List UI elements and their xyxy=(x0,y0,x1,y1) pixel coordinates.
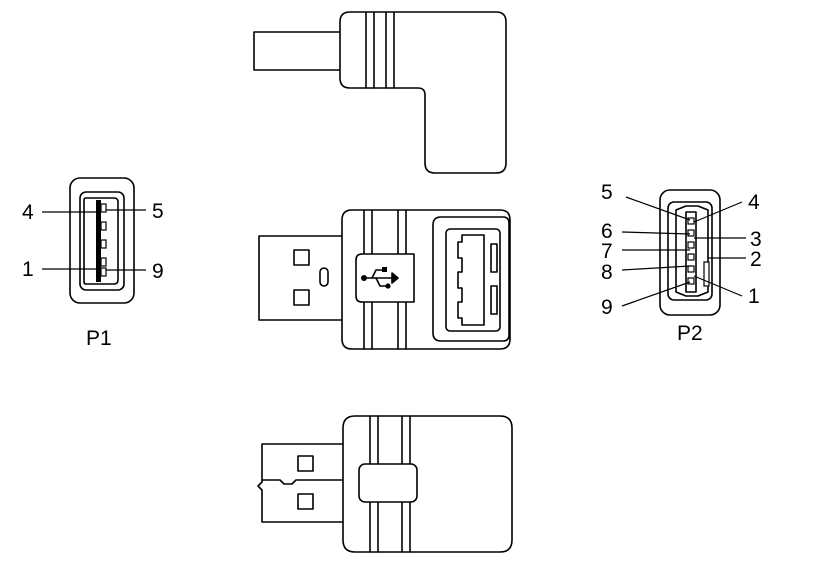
p2-pin-label-4: 4 xyxy=(748,191,760,214)
p2-contacts xyxy=(687,217,695,285)
plug-contact-window-bottom xyxy=(293,289,310,306)
p2-leader-9 xyxy=(621,281,691,307)
p1-pin-label-5: 5 xyxy=(152,200,164,223)
p1-pin-label-1: 1 xyxy=(22,258,34,281)
top-view-grip-ridges xyxy=(365,11,395,89)
p2-pin-label-6: 6 xyxy=(601,220,613,243)
p1-pin-label-9: 9 xyxy=(152,260,164,283)
p2-leader-4 xyxy=(693,201,743,223)
p2-side-spring xyxy=(703,261,710,287)
bottom-plug-window-bottom xyxy=(297,493,314,510)
p2-caption: P2 xyxy=(677,322,703,345)
p1-pin-label-4: 4 xyxy=(22,201,34,224)
bottom-view-housing xyxy=(342,415,513,553)
p2-leader-6 xyxy=(621,231,691,235)
p2-tongue xyxy=(685,211,697,293)
p2-pin-label-1: 1 xyxy=(748,285,760,308)
bottom-plug-window-top xyxy=(297,455,314,472)
p2-pin-label-8: 8 xyxy=(601,261,613,284)
socket-spring-top xyxy=(490,243,498,273)
p1-tongue xyxy=(96,200,101,282)
socket-tongue xyxy=(457,234,485,326)
p2-pin-label-2: 2 xyxy=(750,248,762,271)
front-view-adapter xyxy=(258,209,511,350)
plug-contact-window-top xyxy=(293,249,310,266)
p1-caption: P1 xyxy=(86,327,112,350)
p2-pin-label-7: 7 xyxy=(601,240,613,263)
p1-pinout: 4 5 1 9 P1 xyxy=(22,177,164,350)
front-view-usb-plug xyxy=(258,235,346,321)
p2-leader-5 xyxy=(625,196,691,221)
usb-trident-icon xyxy=(361,267,399,289)
bottom-view-adapter xyxy=(257,415,513,553)
bottom-view-clip xyxy=(358,463,418,503)
p2-pin-label-3: 3 xyxy=(750,228,762,251)
top-view-cable-stub xyxy=(253,31,343,71)
p1-contacts xyxy=(100,203,107,277)
top-view-housing xyxy=(339,11,507,174)
top-view-adapter xyxy=(253,11,507,174)
p2-leader-1 xyxy=(693,275,743,297)
socket-spring-bottom xyxy=(490,285,498,315)
p2-pin-label-9: 9 xyxy=(601,296,613,319)
p2-leader-8 xyxy=(621,265,691,271)
p2-pinout: 5 6 7 8 9 4 3 2 1 P2 xyxy=(601,181,762,345)
plug-slot xyxy=(319,267,329,287)
p2-pin-label-5: 5 xyxy=(601,181,613,204)
